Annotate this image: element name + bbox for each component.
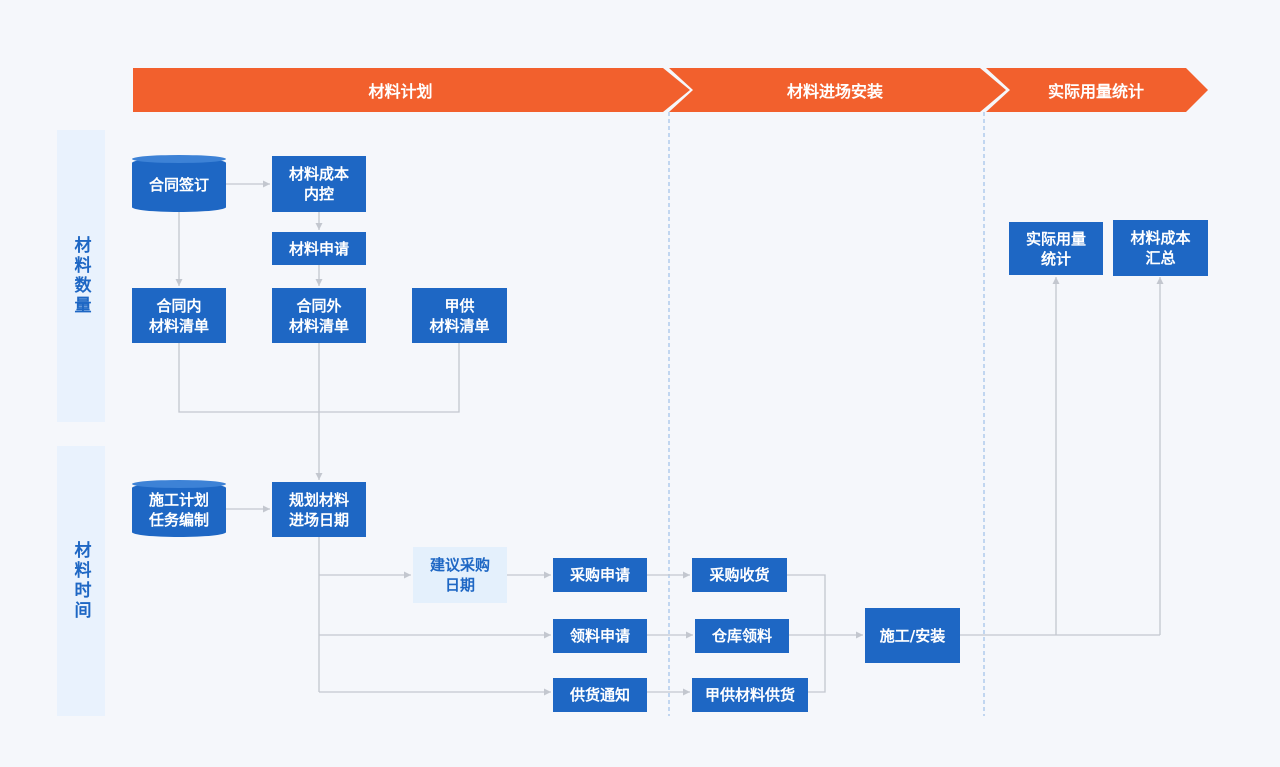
lane-material-quantity: 材料数量 [57,130,105,422]
phase-actual-usage-shape [986,68,1208,112]
phase-label-material-plan: 材料计划 [368,82,433,101]
phase-bar [133,68,1208,112]
node-owner-supply-delivery: 甲供材料供货 [692,678,808,712]
node-actual-usage-stats: 实际用量 统计 [1009,222,1103,275]
node-suggest-purchase-date: 建议采购 日期 [413,547,507,603]
node-in-contract-list: 合同内 材料清单 [132,288,226,343]
node-supply-notice: 供货通知 [553,678,647,712]
node-cost-control: 材料成本 内控 [272,156,366,212]
phase-label-actual-usage: 实际用量统计 [1047,82,1144,101]
node-warehouse-pick: 仓库领料 [695,619,789,653]
node-owner-supply-list: 甲供 材料清单 [412,288,507,343]
node-cost-summary: 材料成本 汇总 [1113,220,1208,276]
phase-material-plan-shape [133,68,690,112]
node-out-contract-list: 合同外 材料清单 [272,288,366,343]
node-material-apply: 材料申请 [272,232,366,265]
node-construction-plan: 施工计划 任务编制 [132,480,226,537]
phase-label-material-entry: 材料进场安装 [786,82,883,101]
edge-receive-to-install [787,574,826,693]
node-contract-sign: 合同签订 [132,155,226,212]
node-purchase-apply: 采购申请 [553,558,647,592]
node-construction-plan-label: 施工计划 任务编制 [148,491,209,529]
connectors [175,180,1164,696]
node-purchase-receive: 采购收货 [692,558,787,592]
node-pick-apply: 领料申请 [553,619,647,653]
phase-material-entry-shape [669,68,1006,112]
node-construction-install: 施工/安装 [865,608,960,663]
lane-material-time: 材料时间 [57,446,105,716]
node-contract-sign-label: 合同签订 [148,176,209,194]
node-entry-date: 规划材料 进场日期 [272,482,366,537]
